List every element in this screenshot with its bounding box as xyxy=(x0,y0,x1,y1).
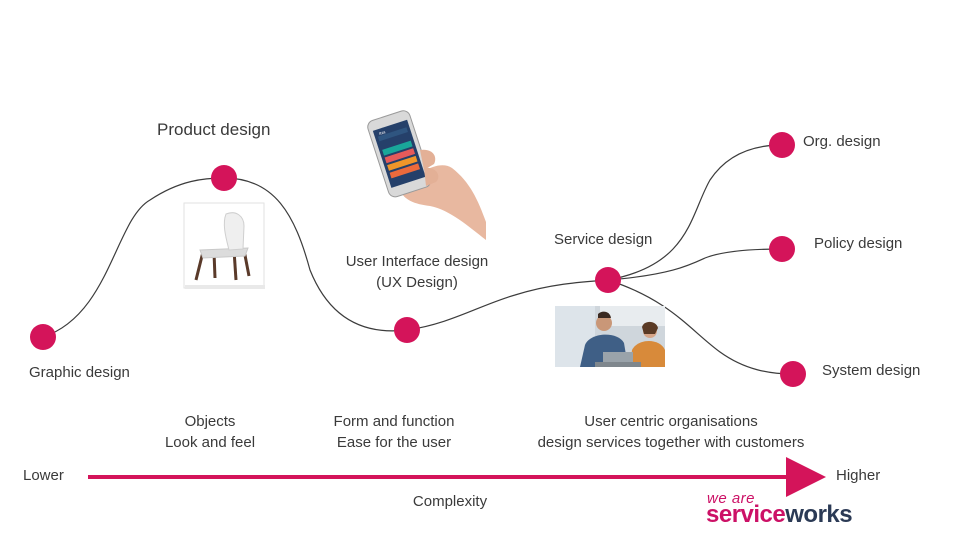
chair-image xyxy=(184,203,265,289)
node-org-design xyxy=(769,132,795,158)
label-service-design: Service design xyxy=(554,231,652,248)
desc-form: Form and function Ease for the user xyxy=(314,411,474,453)
desc-form-line2: Ease for the user xyxy=(314,432,474,453)
branch-org-curve xyxy=(608,145,782,280)
node-policy-design xyxy=(769,236,795,262)
label-ui-design-line2: (UX Design) xyxy=(330,274,504,291)
desc-user-centric: User centric organisations design servic… xyxy=(510,411,832,453)
desc-user-centric-line2: design services together with customers xyxy=(510,432,832,453)
label-policy-design: Policy design xyxy=(814,235,902,252)
logo-brand: serviceworks xyxy=(706,501,852,529)
people-photo xyxy=(555,306,665,367)
serviceworks-logo: we are serviceworks xyxy=(706,492,876,532)
node-product-design xyxy=(211,165,237,191)
node-system-design xyxy=(780,361,806,387)
desc-objects: Objects Look and feel xyxy=(140,411,280,453)
desc-objects-line1: Objects xyxy=(140,411,280,432)
label-product-design: Product design xyxy=(157,120,270,140)
node-ui-design xyxy=(394,317,420,343)
axis-lower-label: Lower xyxy=(23,467,64,484)
evolution-curve xyxy=(43,178,608,337)
desc-objects-line2: Look and feel xyxy=(140,432,280,453)
label-org-design: Org. design xyxy=(803,133,881,150)
phone-image: Itza xyxy=(366,109,486,240)
logo-brand-service: service xyxy=(706,501,785,528)
node-service-design xyxy=(595,267,621,293)
label-graphic-design: Graphic design xyxy=(29,364,130,381)
axis-higher-label: Higher xyxy=(836,467,880,484)
branch-policy-curve xyxy=(608,249,782,280)
node-graphic-design xyxy=(30,324,56,350)
label-ui-design-line1: User Interface design xyxy=(330,253,504,270)
axis-complexity-label: Complexity xyxy=(400,493,500,510)
logo-brand-works: works xyxy=(785,501,852,528)
desc-form-line1: Form and function xyxy=(314,411,474,432)
label-ui-design: User Interface design (UX Design) xyxy=(330,253,504,291)
label-system-design: System design xyxy=(822,362,920,379)
desc-user-centric-line1: User centric organisations xyxy=(510,411,832,432)
